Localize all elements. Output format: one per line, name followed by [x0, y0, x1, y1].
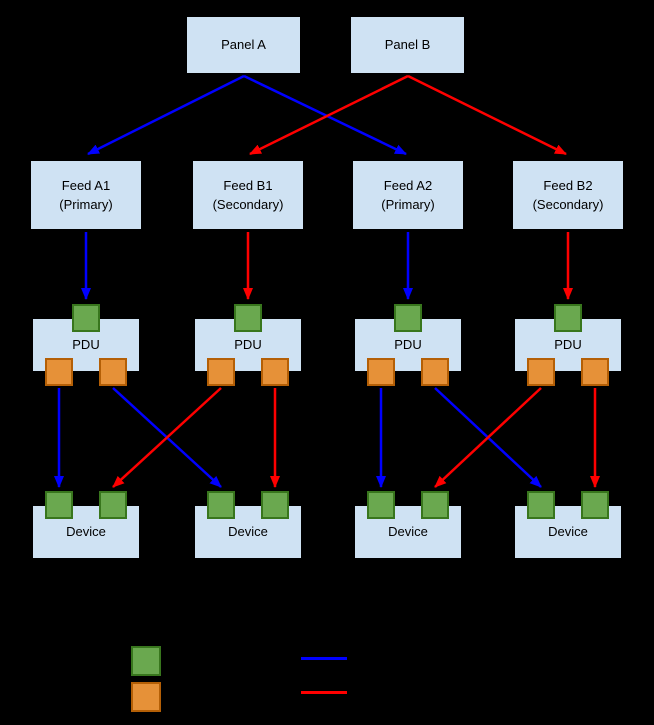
orange-output-port-swatch — [131, 682, 161, 712]
panel-b-label: Panel B — [384, 37, 431, 53]
feed-a1-role: (Primary) — [59, 197, 113, 212]
device-3-input-port-right — [421, 491, 449, 519]
arrow-pdu-4-left-to-device-3 — [434, 387, 542, 488]
pdu-1-output-port-right — [99, 358, 127, 386]
device-4-label: Device — [548, 524, 588, 540]
pdu-3-label: PDU — [394, 337, 422, 353]
feed-b1-role: (Secondary) — [212, 197, 284, 212]
green-input-port-swatch — [131, 646, 161, 676]
secondary-path-line-swatch — [301, 691, 347, 694]
pdu-2-label: PDU — [234, 337, 262, 353]
primary-path-line-swatch — [301, 657, 347, 660]
pdu-2-output-port-right — [261, 358, 289, 386]
arrow-panel-a-to-feed-a1 — [87, 74, 245, 156]
device-2-input-port-left — [207, 491, 235, 519]
arrow-panel-a-to-feed-a2 — [243, 74, 407, 156]
device-3-label: Device — [388, 524, 428, 540]
feed-a1-node: Feed A1 (Primary) — [30, 160, 142, 230]
pdu-2-output-port-left — [207, 358, 235, 386]
pdu-1-input-port — [72, 304, 100, 332]
panel-b-node: Panel B — [350, 16, 465, 74]
pdu-4-output-port-right — [581, 358, 609, 386]
feed-b1-name: Feed B1 — [223, 177, 273, 193]
panel-a-label: Panel A — [221, 37, 266, 53]
feed-b1-node: Feed B1 (Secondary) — [192, 160, 304, 230]
device-4-input-port-left — [527, 491, 555, 519]
feed-a2-name: Feed A2 — [383, 177, 433, 193]
pdu-1-output-port-left — [45, 358, 73, 386]
device-1-input-port-left — [45, 491, 73, 519]
arrow-panel-b-to-feed-b2 — [407, 74, 567, 156]
panel-a-node: Panel A — [186, 16, 301, 74]
pdu-4-label: PDU — [554, 337, 582, 353]
device-3-input-port-left — [367, 491, 395, 519]
device-4-input-port-right — [581, 491, 609, 519]
pdu-2-input-port — [234, 304, 262, 332]
pdu-1-label: PDU — [72, 337, 100, 353]
arrow-pdu-1-right-to-device-2 — [112, 387, 222, 488]
feed-b2-node: Feed B2 (Secondary) — [512, 160, 624, 230]
device-2-label: Device — [228, 524, 268, 540]
feed-a2-role: (Primary) — [381, 197, 435, 212]
arrow-pdu-3-right-to-device-4 — [434, 387, 542, 488]
device-1-label: Device — [66, 524, 106, 540]
arrow-panel-b-to-feed-b1 — [249, 74, 409, 156]
device-1-input-port-right — [99, 491, 127, 519]
pdu-3-output-port-left — [367, 358, 395, 386]
pdu-3-output-port-right — [421, 358, 449, 386]
feed-b2-name: Feed B2 — [543, 177, 593, 193]
pdu-4-input-port — [554, 304, 582, 332]
pdu-3-input-port — [394, 304, 422, 332]
feed-a1-name: Feed A1 — [61, 177, 111, 193]
device-2-input-port-right — [261, 491, 289, 519]
arrow-pdu-2-left-to-device-1 — [112, 387, 222, 488]
feed-b2-role: (Secondary) — [532, 197, 604, 212]
feed-a2-node: Feed A2 (Primary) — [352, 160, 464, 230]
pdu-4-output-port-left — [527, 358, 555, 386]
